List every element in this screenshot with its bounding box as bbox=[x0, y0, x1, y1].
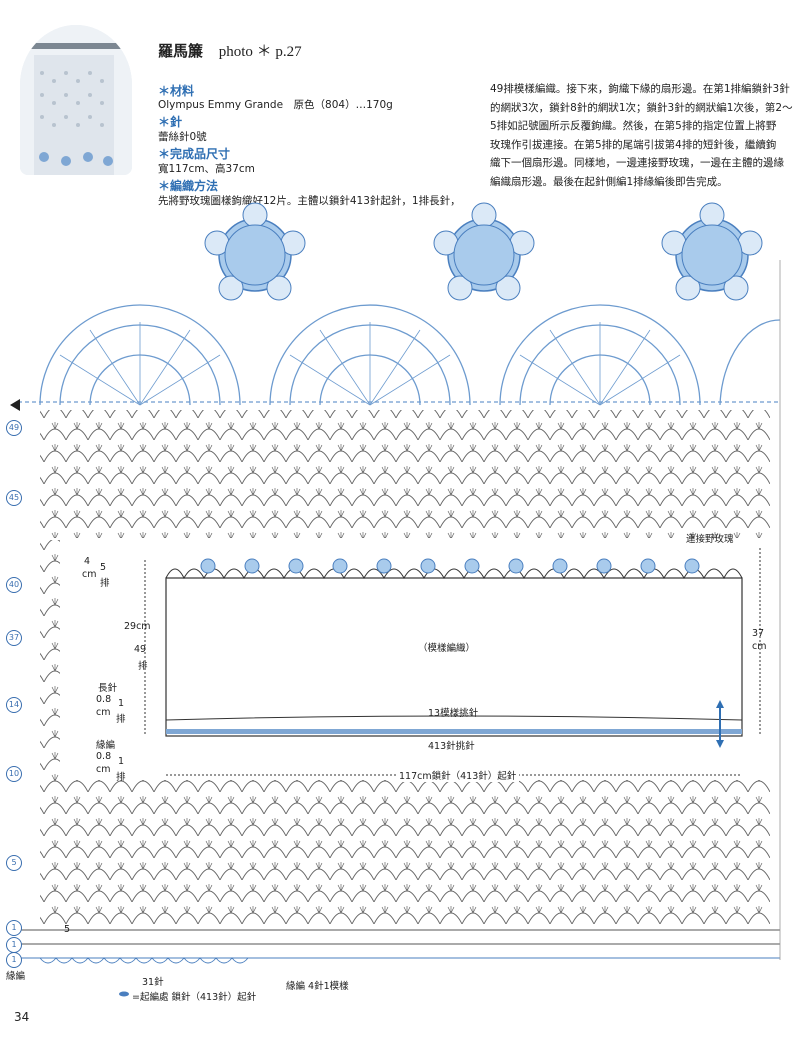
repeat-31-label: 31針 bbox=[142, 977, 164, 988]
pick-13-label: 13模樣挑針 bbox=[428, 708, 479, 719]
row-marker: 40 bbox=[6, 577, 22, 593]
long-rows-unit: 排 bbox=[116, 714, 126, 725]
size-text: 寬117cm、高37cm bbox=[158, 163, 255, 175]
row-marker: 1 bbox=[6, 937, 22, 953]
needle-text: 蕾絲針0號 bbox=[158, 131, 207, 143]
method-line: 的網狀3次，鎖針8針的網狀1次；鎖針3針的網狀編1次後，第2～ bbox=[490, 101, 793, 114]
edge-repeat-label: 緣編 4針1模樣 bbox=[286, 981, 349, 992]
pattern-label: （模樣編織） bbox=[418, 643, 476, 654]
dim-4-rows: 5 bbox=[100, 562, 107, 573]
long-rows: 1 bbox=[118, 698, 125, 709]
needle-heading: ＊針 bbox=[158, 115, 183, 129]
connect-rose-label: 連接野玫瑰 bbox=[686, 534, 734, 545]
mesh-pattern-top bbox=[40, 410, 770, 538]
method-line: 織下一個扇形邊。同樣地，一邊連接野玫瑰，一邊在主體的邊緣 bbox=[490, 157, 784, 169]
row-marker: 49 bbox=[6, 420, 22, 436]
dim-4: 4 bbox=[84, 556, 91, 567]
base-chain-label: 117cm鎖針（413針）起針 bbox=[396, 768, 520, 782]
method-line: 49排模樣編織。接下來，鉤織下緣的扇形邊。在第1排編鎖針3針 bbox=[490, 83, 790, 95]
edge-loops bbox=[39, 957, 249, 964]
materials-heading: ＊材料 bbox=[158, 84, 195, 98]
method-line: 玫瑰作引拔連接。在第5排的尾端引拔第4排的短針後，繼續鉤 bbox=[490, 138, 777, 151]
row-marker: 1 bbox=[6, 920, 22, 936]
method-line: 編織扇形邊。最後在起針側編1排緣編後即告完成。 bbox=[490, 175, 728, 188]
scallop-stitches bbox=[59, 322, 681, 406]
long-dim: 0.8 bbox=[96, 694, 112, 705]
foundation-rows bbox=[18, 929, 780, 959]
method-heading: ＊編織方法 bbox=[158, 179, 219, 193]
method-text-line1: 先將野玫瑰圖樣鉤織好12片。主體以鎖針413針起針，1排長針， bbox=[158, 195, 461, 207]
mesh-pattern-bottom bbox=[40, 780, 770, 928]
dim-4-unit: cm bbox=[82, 569, 97, 580]
dim-4-rows-unit: 排 bbox=[100, 578, 110, 589]
row-marker: 5 bbox=[6, 855, 22, 871]
pick-413-label: 413針挑針 bbox=[428, 741, 475, 752]
row-marker: 10 bbox=[6, 766, 22, 782]
small-5-label: 5 bbox=[64, 924, 71, 935]
edge-rows: 1 bbox=[118, 756, 125, 767]
edge-cm: cm bbox=[96, 764, 111, 775]
curtain-photo bbox=[20, 25, 132, 175]
dim-37: 37 bbox=[752, 628, 765, 639]
dim-29: 29cm bbox=[124, 621, 151, 632]
edge-rows-unit: 排 bbox=[116, 772, 126, 783]
arrow-marker-icon bbox=[10, 399, 20, 411]
row-marker: 37 bbox=[6, 630, 22, 646]
materials-text: Olympus Emmy Grande 原色（804）…170g bbox=[158, 99, 393, 111]
dim-29-rows: 49 bbox=[134, 644, 147, 655]
photo-ref: photo ＊ p.27 bbox=[218, 44, 302, 60]
dim-37-unit: cm bbox=[752, 641, 767, 652]
start-marker-icon bbox=[119, 991, 129, 997]
method-line: 5排如記號圖所示反覆鉤織。然後，在第5排的指定位置上將野 bbox=[490, 120, 777, 132]
rose-motifs bbox=[204, 202, 763, 301]
mesh-pattern-side bbox=[40, 540, 60, 780]
long-stitch-label: 長針 bbox=[98, 683, 118, 694]
schematic bbox=[144, 548, 761, 776]
edge-label-bottom: 緣編 bbox=[6, 971, 26, 982]
legend-text: =起編處 鎖針（413針）起針 bbox=[132, 992, 257, 1003]
row-marker: 45 bbox=[6, 490, 22, 506]
edge-dim: 0.8 bbox=[96, 751, 112, 762]
page-title: 羅馬簾 photo ＊ p.27 bbox=[158, 40, 302, 61]
page-number: 34 bbox=[14, 1010, 30, 1024]
method-right-block: 49排模樣編織。接下來，鉤織下緣的扇形邊。在第1排編鎖針3針 的網狀3次，鎖針8… bbox=[490, 80, 793, 191]
dim-29-rows-unit: 排 bbox=[138, 661, 148, 672]
row-marker: 14 bbox=[6, 697, 22, 713]
title-zh: 羅馬簾 bbox=[158, 44, 204, 60]
scallop-edge bbox=[18, 304, 781, 406]
size-heading: ＊完成品尺寸 bbox=[158, 147, 231, 161]
row-marker: 1 bbox=[6, 952, 22, 968]
edge-label: 緣編 bbox=[96, 740, 116, 751]
long-cm: cm bbox=[96, 707, 111, 718]
